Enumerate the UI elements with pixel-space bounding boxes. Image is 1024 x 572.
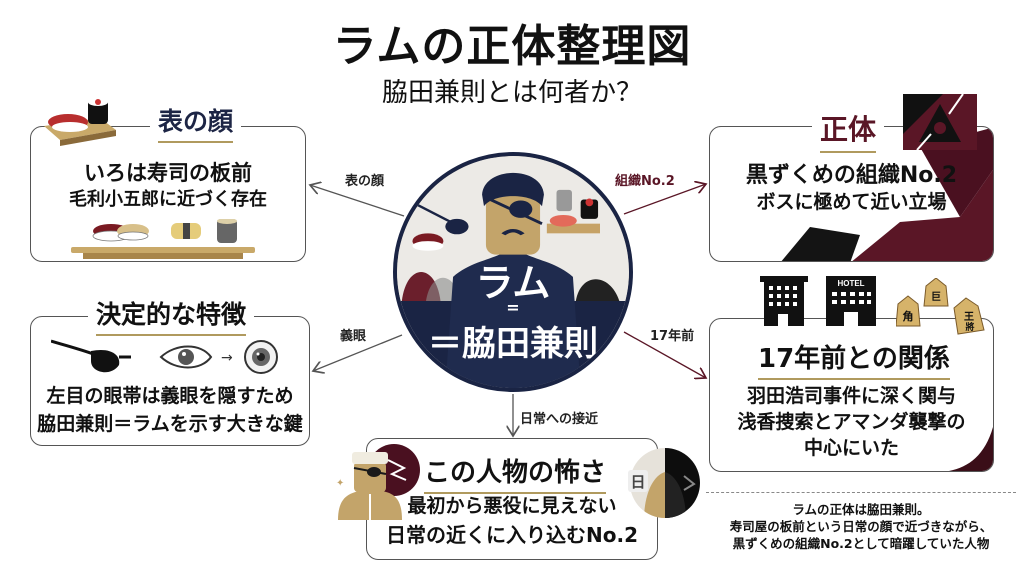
card-fear-line-1: 最初から悪役に見えない — [407, 495, 617, 517]
page-title: ラムの正体整理図 — [332, 21, 692, 72]
hotel-icon: HOTEL — [826, 276, 876, 326]
day-badge: 日 — [630, 473, 645, 491]
card-past-heading-text: 17年前との関係 — [758, 344, 950, 374]
card-past-heading: 17年前との関係 — [750, 338, 958, 380]
edge-label-surface: 表の顔 — [345, 174, 385, 189]
card-past-line-3: 中心にいた — [803, 437, 899, 459]
svg-text:✦: ✦ — [336, 478, 344, 489]
organization-emblem-icon — [903, 94, 977, 150]
half-shadow-face-icon: 日 — [628, 448, 700, 518]
card-surface-heading: 表の顔 — [150, 102, 242, 143]
card-identity-heading: 正体 — [812, 108, 885, 153]
summary-line-1: ラムの正体は脇田兼則。 — [792, 502, 930, 517]
edge-label-feature: 義眼 — [340, 329, 367, 344]
card-past-line-1: 羽田浩司事件に深く関与 — [746, 385, 956, 407]
summary-line-3: 黒ずくめの組織No.2として暗躍していた人物 — [732, 536, 990, 551]
edge-label-fear: 日常への接近 — [520, 412, 599, 427]
card-surface-face: いろは寿司の板前 毛利小五郎に近づく存在 — [30, 126, 306, 262]
svg-text:將: 將 — [965, 321, 974, 333]
summary-line-2: 寿司屋の板前という日常の顔で近づきながら、 — [729, 519, 993, 534]
heading-underline — [424, 492, 607, 494]
shogi-piece-king: 王 — [964, 311, 974, 323]
card-feature-line-1: 左目の眼帯は義眼を隠すため — [46, 385, 294, 407]
card-17-years-ago: 羽田浩司事件に深く関与 浅香捜索とアマンダ襲撃の 中心にいた — [709, 318, 994, 472]
card-identity-line-2: ボスに極めて近い立場 — [756, 191, 947, 213]
card-decisive-feature: → 左目の眼帯は義眼を隠すため 脇田兼則＝ラムを示す大きな鍵 — [30, 316, 310, 446]
card-surface-line-2: 毛利小五郎に近づく存在 — [69, 189, 267, 210]
page-subtitle: 脇田兼則とは何者か？ — [381, 78, 642, 108]
edge-label-past: 17年前 — [650, 329, 695, 344]
sushi-tray-icon — [71, 219, 255, 259]
center-label-rum: ラム — [475, 261, 551, 305]
center-label-wakita: ＝脇田兼則 — [428, 324, 598, 364]
center-equals: = — [506, 298, 520, 317]
shogi-piece-kaku: 角 — [903, 309, 914, 323]
summary-note: ラムの正体は脇田兼則。 寿司屋の板前という日常の顔で近づきながら、 黒ずくめの組… — [706, 492, 1016, 552]
arrow-surface — [310, 185, 405, 217]
building-icon — [760, 276, 808, 326]
card-fear-line-2: 日常の近くに入り込むNo.2 — [386, 523, 638, 547]
card-past-line-2: 浅香捜索とアマンダ襲撃の — [737, 411, 966, 433]
sushi-geta-icon — [44, 98, 116, 146]
card-feature-heading-text: 決定的な特徴 — [96, 300, 247, 329]
svg-text:HOTEL: HOTEL — [837, 279, 864, 288]
shogi-piece-2: 巨 — [931, 291, 941, 303]
sushi-chef-icon: ✦ — [336, 444, 420, 520]
heading-underline — [158, 141, 234, 143]
eye-icons-row: → — [51, 339, 278, 374]
edge-label-identity: 組織No.2 — [615, 174, 675, 189]
eye-icon — [159, 345, 213, 369]
summary-divider — [706, 492, 1016, 493]
heading-underline — [820, 151, 877, 153]
card-identity-line-1: 黒ずくめの組織No.2 — [745, 163, 958, 188]
page-curl-corner — [949, 427, 993, 471]
card-identity-heading-text: 正体 — [820, 113, 877, 146]
arrow-right-icon: → — [221, 350, 233, 366]
card-surface-heading-text: 表の顔 — [158, 107, 234, 136]
heading-underline — [96, 334, 247, 336]
shogi-pieces-icon: 角 巨 王 將 — [896, 278, 985, 335]
card-fear-heading-text: この人物の怖さ — [424, 458, 607, 488]
card-feature-line-2: 脇田兼則＝ラムを示す大きな鍵 — [37, 413, 303, 435]
card-surface-line-1: いろは寿司の板前 — [84, 161, 252, 185]
card-feature-heading: 決定的な特徴 — [88, 295, 255, 336]
card-fear-heading: この人物の怖さ — [416, 452, 614, 494]
rum-portrait-icon — [397, 156, 629, 388]
heading-underline — [758, 378, 950, 380]
center-portrait-circle: ラム = ＝脇田兼則 — [393, 152, 633, 392]
eyepatch-icon — [51, 339, 131, 373]
prosthetic-eye-icon — [244, 340, 278, 374]
